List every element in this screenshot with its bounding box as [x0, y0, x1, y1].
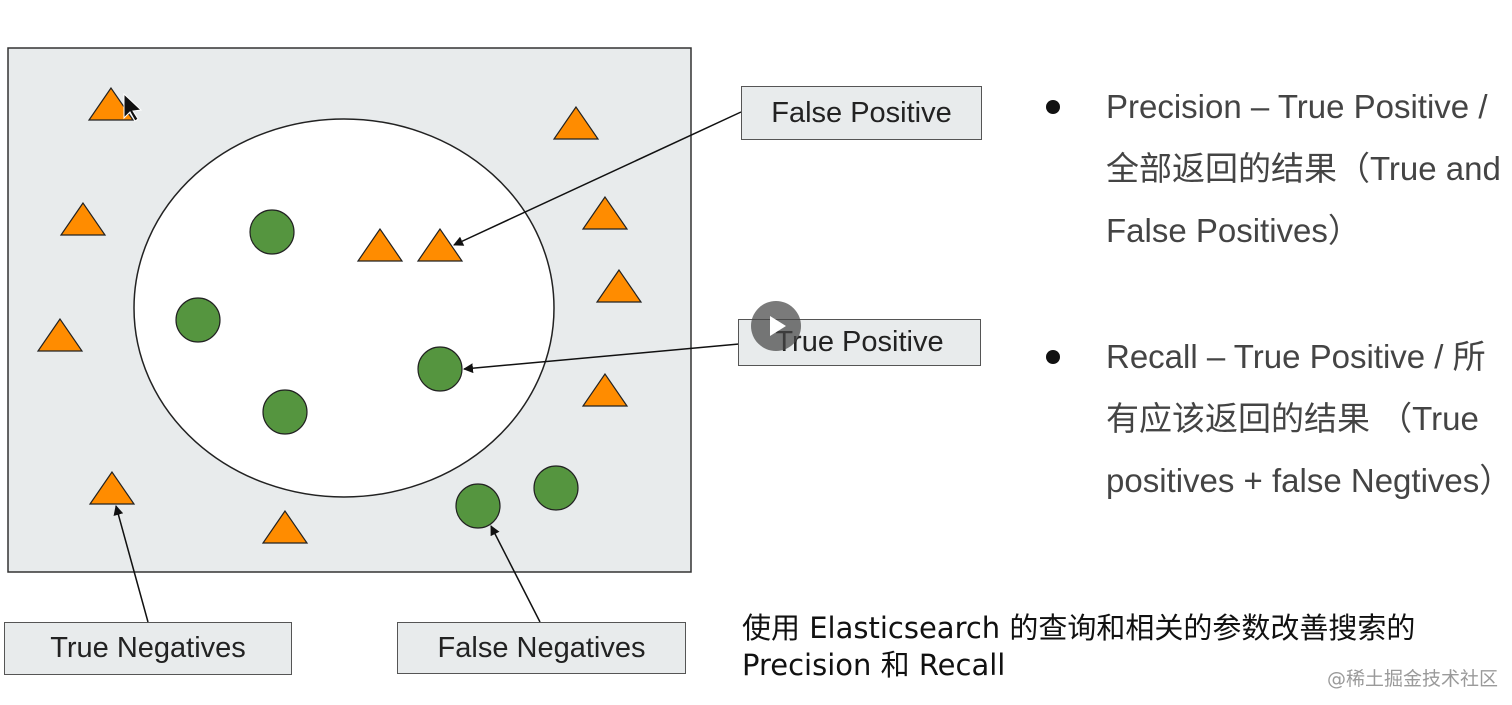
circle-marker	[417, 346, 463, 392]
watermark: @稀土掘金技术社区	[1326, 668, 1498, 690]
true-negatives-label: True Negatives	[4, 622, 292, 675]
arrow-false-positive	[453, 111, 742, 246]
play-button[interactable]	[751, 301, 801, 351]
arrow-true-positive	[463, 343, 740, 374]
precision-definition: Precision – True Positive / 全部返回的结果（True…	[1106, 88, 1501, 249]
circle-marker	[455, 483, 501, 529]
bullet-dot-icon	[1046, 100, 1060, 114]
arrow-false-negatives	[490, 525, 541, 623]
returned-results-ellipse	[133, 118, 555, 498]
pointer-arrows	[113, 111, 742, 623]
irrelevant-documents	[36, 86, 643, 544]
triangle-marker	[36, 317, 84, 352]
arrow-true-negatives	[113, 505, 149, 623]
triangle-marker	[416, 227, 464, 262]
subtitle-caption: 使用 Elasticsearch 的查询和相关的参数改善搜索的 Precisio…	[742, 611, 1416, 682]
triangle-marker	[356, 227, 404, 262]
triangle-marker	[552, 105, 600, 140]
false-negatives-label: False Negatives	[397, 622, 686, 674]
circle-marker	[262, 389, 308, 435]
bullet-dot-icon	[1046, 350, 1060, 364]
triangle-marker	[261, 509, 309, 544]
triangle-marker	[595, 268, 643, 303]
recall-definition: Recall – True Positive / 所有应该返回的结果 （True…	[1106, 338, 1512, 499]
circle-marker	[533, 465, 579, 511]
relevant-documents	[175, 209, 579, 529]
triangle-marker	[59, 201, 107, 236]
triangle-marker	[87, 86, 135, 121]
circle-marker	[249, 209, 295, 255]
triangle-marker	[581, 195, 629, 230]
triangle-marker	[581, 372, 629, 407]
triangle-marker	[88, 470, 136, 505]
false-positive-label: False Positive	[741, 86, 982, 140]
move-cursor-icon	[123, 92, 143, 122]
circle-marker	[175, 297, 221, 343]
